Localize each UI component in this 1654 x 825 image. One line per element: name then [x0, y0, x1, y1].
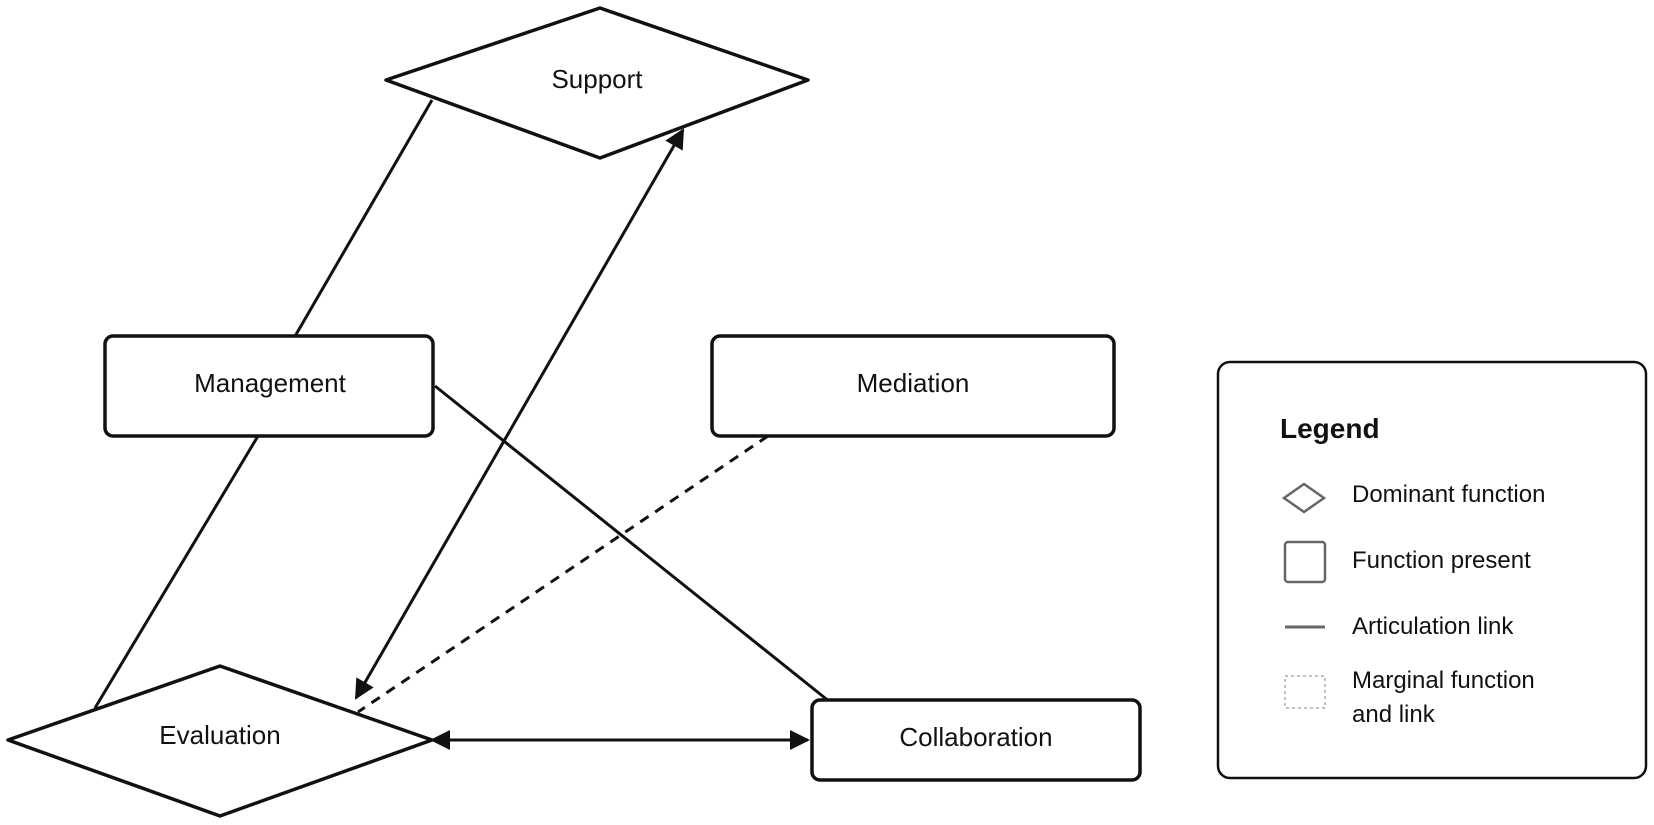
legend-marginal-label-line1: Marginal function — [1352, 667, 1535, 694]
legend-dominant-label: Dominant function — [1352, 481, 1545, 508]
legend-articulation-label: Articulation link — [1352, 613, 1514, 640]
legend-title: Legend — [1280, 413, 1380, 444]
legend: Legend Dominant function Function presen… — [1216, 360, 1648, 780]
collaboration-label: Collaboration — [899, 722, 1052, 752]
node-management: Management — [103, 334, 435, 438]
support-diamond — [384, 6, 810, 160]
dominant-function-icon — [1281, 482, 1327, 514]
legend-marginal-label-line2: and link — [1352, 701, 1436, 728]
support-label: Support — [551, 64, 643, 94]
management-box — [103, 334, 435, 438]
evaluation-diamond — [6, 664, 434, 818]
mediation-box — [710, 334, 1116, 438]
node-support: Support — [384, 6, 810, 160]
function-present-icon — [1283, 540, 1327, 584]
link-mediation-evaluation-dashed — [357, 434, 769, 714]
link-management-evaluation — [93, 435, 260, 709]
collaboration-box — [810, 698, 1142, 782]
mediation-label: Mediation — [857, 368, 970, 398]
node-evaluation: Evaluation — [6, 664, 434, 818]
evaluation-label: Evaluation — [159, 720, 280, 750]
node-mediation: Mediation — [710, 334, 1116, 438]
legend-box — [1216, 360, 1648, 780]
link-support-evaluation-arrow — [354, 128, 685, 700]
marginal-function-icon — [1284, 675, 1326, 709]
link-support-management — [292, 99, 434, 339]
management-label: Management — [194, 368, 347, 398]
legend-present-label: Function present — [1352, 547, 1531, 574]
node-collaboration: Collaboration — [810, 698, 1142, 782]
